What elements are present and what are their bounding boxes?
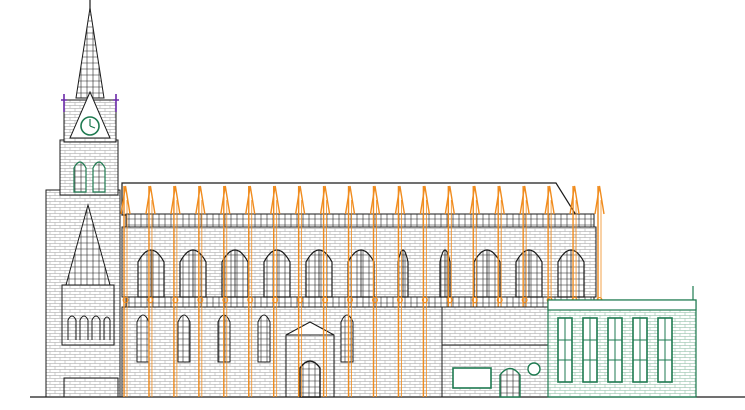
annex-window-bars: [633, 318, 647, 382]
porch-arches: [67, 315, 111, 340]
tower-plinth: [63, 377, 119, 398]
pinnacle-ornament: [347, 297, 354, 303]
aisle-wall: [121, 306, 443, 398]
pinnacle: [294, 185, 306, 215]
lower-chapel: [441, 306, 549, 398]
pinnacle: [195, 185, 206, 215]
pinnacle-ornament: [421, 297, 428, 303]
pinnacle-ornament: [172, 297, 179, 303]
pinnacle-ornament: [122, 297, 129, 303]
annex-cornice: [547, 299, 697, 311]
pinnacle-ornament: [446, 297, 453, 303]
pinnacle: [170, 185, 181, 215]
tower-finial-left: [61, 94, 67, 112]
tower-belfry: [59, 139, 119, 196]
pinnacle-ornament: [197, 297, 204, 303]
pinnacle-ornament: [322, 297, 329, 303]
annex-windows: [557, 317, 673, 383]
aisle-window: [340, 314, 354, 363]
aisle-window: [136, 314, 150, 363]
pinnacle-ornament: [496, 297, 503, 303]
annex-window-bars: [583, 318, 597, 382]
pinnacle: [444, 185, 456, 215]
chapel-window: [452, 367, 492, 389]
pinnacle-ornament: [147, 297, 154, 303]
pinnacle: [145, 185, 156, 215]
tower-finial-right: [113, 94, 119, 112]
pinnacle: [394, 185, 406, 215]
pinnacle: [269, 185, 281, 215]
pinnacle-ornament: [247, 297, 254, 303]
pinnacle: [220, 185, 231, 215]
pinnacle: [245, 185, 256, 215]
annex-building: [547, 286, 697, 398]
pinnacle: [594, 185, 605, 215]
entrance-door: [299, 360, 321, 398]
pinnacle-ornament: [471, 297, 478, 303]
chapel-door: [499, 367, 521, 398]
pinnacle: [369, 185, 381, 215]
pinnacle: [344, 185, 356, 215]
pinnacle: [419, 185, 431, 215]
pinnacle: [319, 185, 331, 215]
belfry-window-right: [92, 161, 106, 193]
belfry-window-left: [73, 161, 87, 193]
bell-tower: [45, 0, 121, 398]
pinnacle-ornament: [371, 297, 378, 303]
pinnacle: [494, 185, 505, 215]
pinnacle: [469, 185, 480, 215]
aisle-window: [257, 314, 271, 363]
pinnacle: [544, 185, 555, 215]
annex-window-bars: [608, 318, 622, 382]
pinnacle: [569, 185, 580, 215]
annex-window-bars: [558, 318, 572, 382]
clock-gable: [69, 90, 111, 139]
aisle-window: [177, 314, 191, 363]
pinnacle-ornament: [521, 297, 528, 303]
clock-hands: [89, 119, 96, 129]
annex-window-bars: [658, 318, 672, 382]
pinnacle: [519, 185, 530, 215]
spire: [75, 7, 105, 99]
pinnacle-ornament: [396, 297, 403, 303]
chapel-upper: [441, 306, 549, 346]
pinnacle-ornament: [272, 297, 279, 303]
chapel-rose-window: [527, 362, 541, 376]
pinnacle-ornament: [297, 297, 304, 303]
pinnacle: [120, 185, 131, 215]
pinnacle-ornament: [222, 297, 229, 303]
